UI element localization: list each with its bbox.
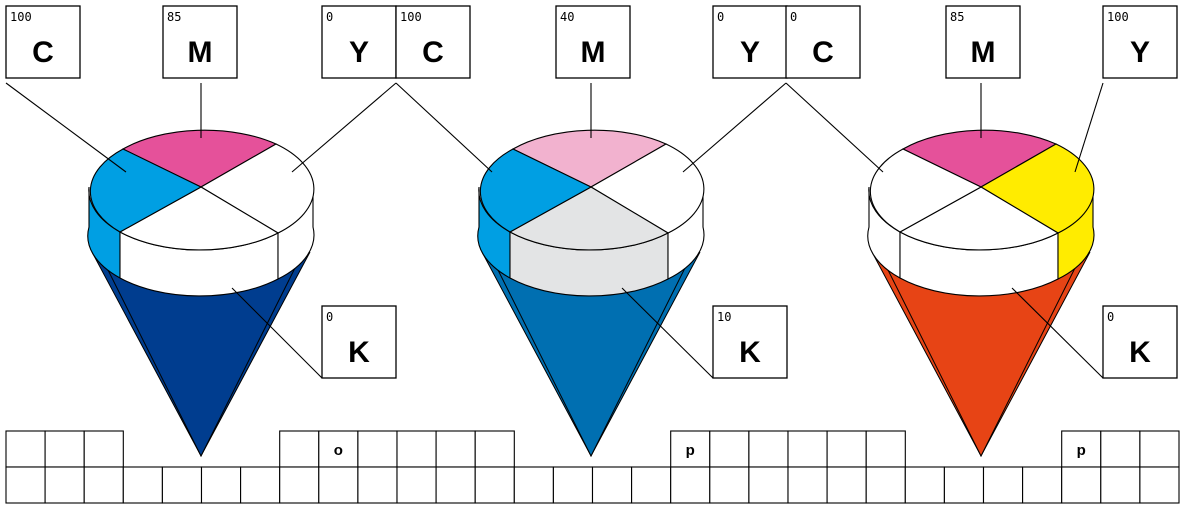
value-number: 100 [1107,10,1129,24]
grid-mark: p [1077,442,1086,459]
value-number: 0 [326,10,333,24]
value-letter: Y [1130,36,1150,69]
grid-cell [710,467,749,503]
value-letter: Y [740,36,760,69]
value-number: 0 [790,10,797,24]
value-letter: K [1129,336,1151,369]
value-box-y: 0Y [322,6,396,78]
leader-line [1075,83,1103,172]
grid-cell [45,431,84,467]
grid-mark: p [686,442,695,459]
grid-mark: o [334,442,343,459]
swatch-3-disc [868,130,1094,296]
value-number: 85 [950,10,964,24]
value-box-c: 0C [786,6,860,78]
value-box-y: 0Y [713,6,787,78]
grid-cell [162,467,201,503]
grid-cell [1140,431,1179,467]
grid-cell [436,431,475,467]
grid-cell [202,467,241,503]
grid-cell [593,467,632,503]
value-box-m: 85M [163,6,237,78]
value-box-m: 40M [556,6,630,78]
value-number: 0 [1107,310,1114,324]
grid-cell [749,431,788,467]
grid-cell [1101,431,1140,467]
value-number: 0 [717,10,724,24]
grid-cell [358,467,397,503]
grid-cell [123,467,162,503]
grid-cell [788,431,827,467]
leader-line [683,83,786,172]
grid-cell [866,467,905,503]
value-number: 40 [560,10,574,24]
grid-cell [397,467,436,503]
grid-cell [6,431,45,467]
grid-cell [6,467,45,503]
value-number: 100 [10,10,32,24]
swatch-2-disc [478,130,704,296]
value-number: 0 [326,310,333,324]
leader-line [292,83,396,172]
value-box-k: 0K [1103,306,1177,378]
grid-cell [553,467,592,503]
grid-cell [514,467,553,503]
grid-cell [280,431,319,467]
grid-cell [397,431,436,467]
value-letter: M [581,36,606,69]
grid-cell [749,467,788,503]
grid-cell [241,467,280,503]
value-letter: C [812,36,834,69]
grid-cell [1140,467,1179,503]
leader-line [786,83,883,172]
grid-cell [45,467,84,503]
value-box-k: 0K [322,306,396,378]
value-letter: M [188,36,213,69]
leader-line [396,83,492,172]
grid-cell [632,467,671,503]
value-number: 100 [400,10,422,24]
value-number: 85 [167,10,181,24]
swatch-1-disc [88,130,314,296]
grid-cell [905,467,944,503]
value-number: 10 [717,310,731,324]
value-letter: M [971,36,996,69]
grid-cell [827,431,866,467]
grid-cell [319,467,358,503]
grid-cell [475,431,514,467]
value-letter: Y [349,36,369,69]
grid-cell [1101,467,1140,503]
grid-cell [984,467,1023,503]
value-box-m: 85M [946,6,1020,78]
value-letter: C [32,36,54,69]
grid-cell [358,431,397,467]
leader-line [6,83,126,172]
grid-cell [84,431,123,467]
value-letter: K [739,336,761,369]
grid-cell [436,467,475,503]
value-box-k: 10K [713,306,787,378]
grid-cell [84,467,123,503]
value-letter: K [348,336,370,369]
value-letter: C [422,36,444,69]
grid-cell [827,467,866,503]
grid-cell [866,431,905,467]
grid-cell [671,467,710,503]
grid-cell [1062,467,1101,503]
grid-cell [944,467,983,503]
grid-cell [710,431,749,467]
grid-cell [475,467,514,503]
grid-cell [788,467,827,503]
grid-cell [280,467,319,503]
grid-cell [1023,467,1062,503]
